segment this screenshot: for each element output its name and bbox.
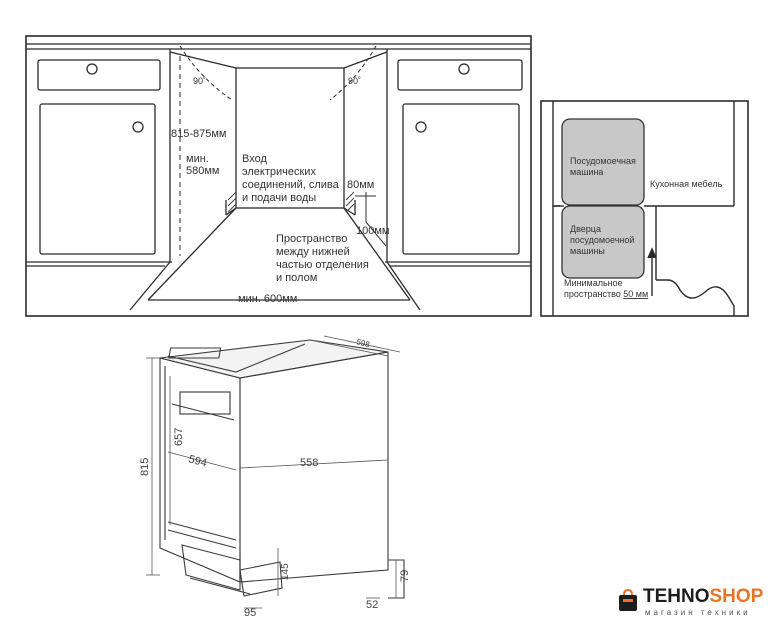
- side-view-figure: [540, 100, 749, 317]
- space-text-line: Пространство: [276, 233, 347, 245]
- dim-100-label: 100мм: [356, 225, 389, 237]
- dishwasher-door-block: [561, 205, 645, 279]
- kitchen-furniture-label: Кухонная мебель: [650, 179, 723, 189]
- dim-depth-side: 558: [300, 457, 318, 469]
- min-depth-value: 580мм: [186, 165, 219, 177]
- min-space-value-line: пространство 50 мм: [564, 289, 648, 299]
- logo-wordmark-part1: TEHNO: [643, 586, 710, 607]
- space-text-line: и полом: [276, 272, 317, 284]
- logo-wordmark-part2: SHOP: [709, 586, 764, 607]
- min-depth-label: мин.: [186, 153, 209, 165]
- inlet-text-line: соединений, слива: [242, 179, 340, 191]
- inlet-text-line: электрических: [242, 166, 316, 178]
- dim-plinth: 145: [280, 563, 291, 580]
- logo-tagline: магазин техники: [645, 608, 751, 617]
- inlet-text-line: Вход: [242, 153, 267, 165]
- dim-80-label: 80мм: [347, 179, 374, 191]
- dim-width-front: 594: [187, 453, 208, 469]
- dim-80-100-ticks: [355, 192, 387, 247]
- door-label: Дверца: [570, 224, 601, 234]
- space-text-line: частью отделения: [276, 259, 369, 271]
- height-range-label: 815-875мм: [171, 128, 227, 140]
- angle-right-label: 90˚: [348, 76, 361, 86]
- space-text-block: Пространство между нижней частью отделен…: [276, 233, 369, 284]
- min-space-label: Минимальное: [564, 278, 623, 288]
- dishwasher-body-block: [561, 118, 645, 206]
- space-text-line: между нижней: [276, 246, 350, 258]
- angle-left-label: 90˚: [193, 76, 206, 86]
- inlet-hatch-left: [227, 191, 237, 213]
- door-label: машины: [570, 246, 605, 256]
- dim-rear-height: 79: [399, 570, 411, 582]
- installation-niche-figure: [25, 35, 532, 317]
- dim-height-total: 815: [139, 458, 151, 476]
- tehnoshop-logo: TEHNOSHOP магазин техники: [615, 586, 775, 626]
- logo-wordmark: TEHNOSHOP: [643, 586, 763, 608]
- inlet-text-line: и подачи воды: [242, 192, 316, 204]
- dim-foot-front: 95: [244, 607, 256, 619]
- dimension-lines: [146, 335, 401, 609]
- dishwasher-label: Посудомоечная: [570, 156, 636, 166]
- inlet-text-block: Вход электрических соединений, слива и п…: [242, 153, 340, 204]
- dishwasher-3d-figure: [159, 339, 405, 599]
- inlet-hatch-right: [345, 191, 355, 213]
- min-width-label: мин. 600мм: [238, 293, 297, 305]
- dim-height-door: 657: [173, 428, 185, 446]
- door-label: посудомоечной: [570, 235, 634, 245]
- dim-top-depth: 598: [355, 337, 371, 349]
- shopping-bag-icon: [619, 588, 637, 611]
- dishwasher-label: машина: [570, 167, 603, 177]
- dim-foot-rear: 52: [366, 599, 378, 611]
